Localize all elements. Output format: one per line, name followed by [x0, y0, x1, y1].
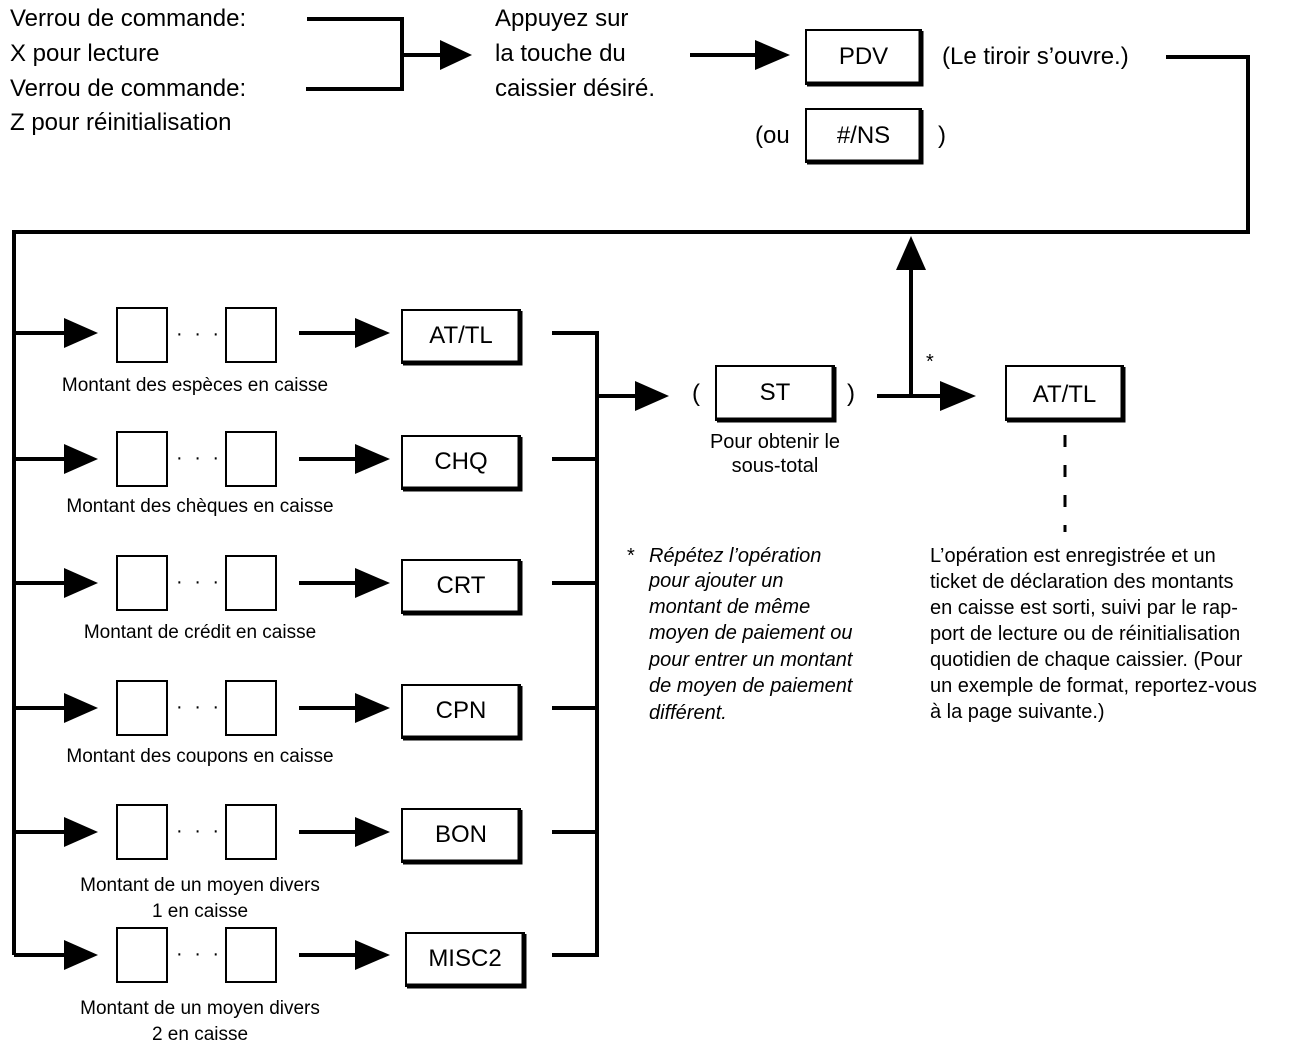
entry-dots: · · ·	[176, 571, 223, 593]
ns-key: #/NS	[836, 122, 891, 149]
st-caption-line2: sous-total	[731, 455, 819, 477]
repeat-note-line: moyen de paiement ou	[649, 622, 853, 644]
row-caption-misc1-line1: Montant de un moyen divers	[80, 875, 320, 896]
row-key-misc2: MISC2	[428, 945, 502, 972]
result-note-line: en caisse est sorti, suivi par le rap-	[930, 597, 1238, 619]
st-close-paren: )	[847, 380, 855, 407]
control-lock-z-label: Verrou de commande:	[10, 75, 247, 102]
row-caption-cash: Montant des espèces en caisse	[61, 375, 329, 396]
repeat-note-line: pour entrer un montant	[649, 649, 853, 671]
result-note-line: ticket de déclaration des montants	[930, 571, 1234, 593]
final-attl-key: AT/TL	[1032, 381, 1097, 408]
ns-close-paren: )	[938, 122, 946, 149]
repeat-note-line: pour ajouter un	[649, 570, 784, 592]
repeat-note-line: montant de même	[649, 596, 811, 618]
result-note-line: L’opération est enregistrée et un	[930, 545, 1216, 567]
pdv-key: PDV	[838, 43, 889, 70]
row-caption-misc1-line2: 1 en caisse	[151, 901, 249, 922]
entry-dots: · · ·	[176, 447, 223, 469]
st-key: ST	[759, 379, 791, 406]
control-lock-z-mode: Z pour réinitialisation	[10, 109, 232, 136]
row-key-coupon: CPN	[435, 697, 487, 724]
row-key-cheque: CHQ	[434, 448, 488, 475]
entry-dots: · · ·	[176, 696, 223, 718]
cashier-step-line3: caissier désiré.	[495, 75, 656, 102]
repeat-note-line: de moyen de paiement	[649, 675, 853, 697]
entry-dots: · · ·	[176, 820, 223, 842]
cashier-step-line1: Appuyez sur	[495, 5, 629, 32]
st-open-paren: (	[692, 380, 700, 407]
cashier-step-line2: la touche du	[495, 40, 626, 67]
row-key-credit: CRT	[436, 572, 486, 599]
row-caption-misc2-line1: Montant de un moyen divers	[80, 998, 320, 1019]
row-caption-cheque: Montant des chèques en caisse	[66, 496, 334, 517]
repeat-note-line: Répétez l’opération	[649, 545, 822, 567]
control-lock-x-label: Verrou de commande:	[10, 5, 247, 32]
drawer-open-note: (Le tiroir s’ouvre.)	[942, 43, 1129, 70]
repeat-note-star: *	[627, 545, 635, 567]
row-key-bon: BON	[434, 821, 487, 848]
entry-dots: · · ·	[176, 323, 223, 345]
control-lock-x-mode: X pour lecture	[10, 40, 160, 67]
repeat-star-marker: *	[926, 351, 934, 373]
result-note-line: quotidien de chaque caissier. (Pour	[930, 649, 1243, 671]
result-note-line: un exemple de format, reportez-vous	[930, 675, 1257, 697]
row-key-cash: AT/TL	[429, 322, 493, 349]
result-note-line: port de lecture ou de réinitialisation	[930, 623, 1241, 645]
entry-dots: · · ·	[176, 943, 223, 965]
repeat-note-line: différent.	[649, 702, 727, 724]
ns-open-paren: (ou	[755, 122, 790, 149]
row-caption-misc2-line2: 2 en caisse	[151, 1024, 249, 1045]
st-caption-line1: Pour obtenir le	[709, 431, 841, 453]
result-note-line: à la page suivante.)	[930, 701, 1105, 723]
row-caption-credit: Montant de crédit en caisse	[83, 622, 317, 643]
row-caption-coupon: Montant des coupons en caisse	[66, 746, 334, 767]
